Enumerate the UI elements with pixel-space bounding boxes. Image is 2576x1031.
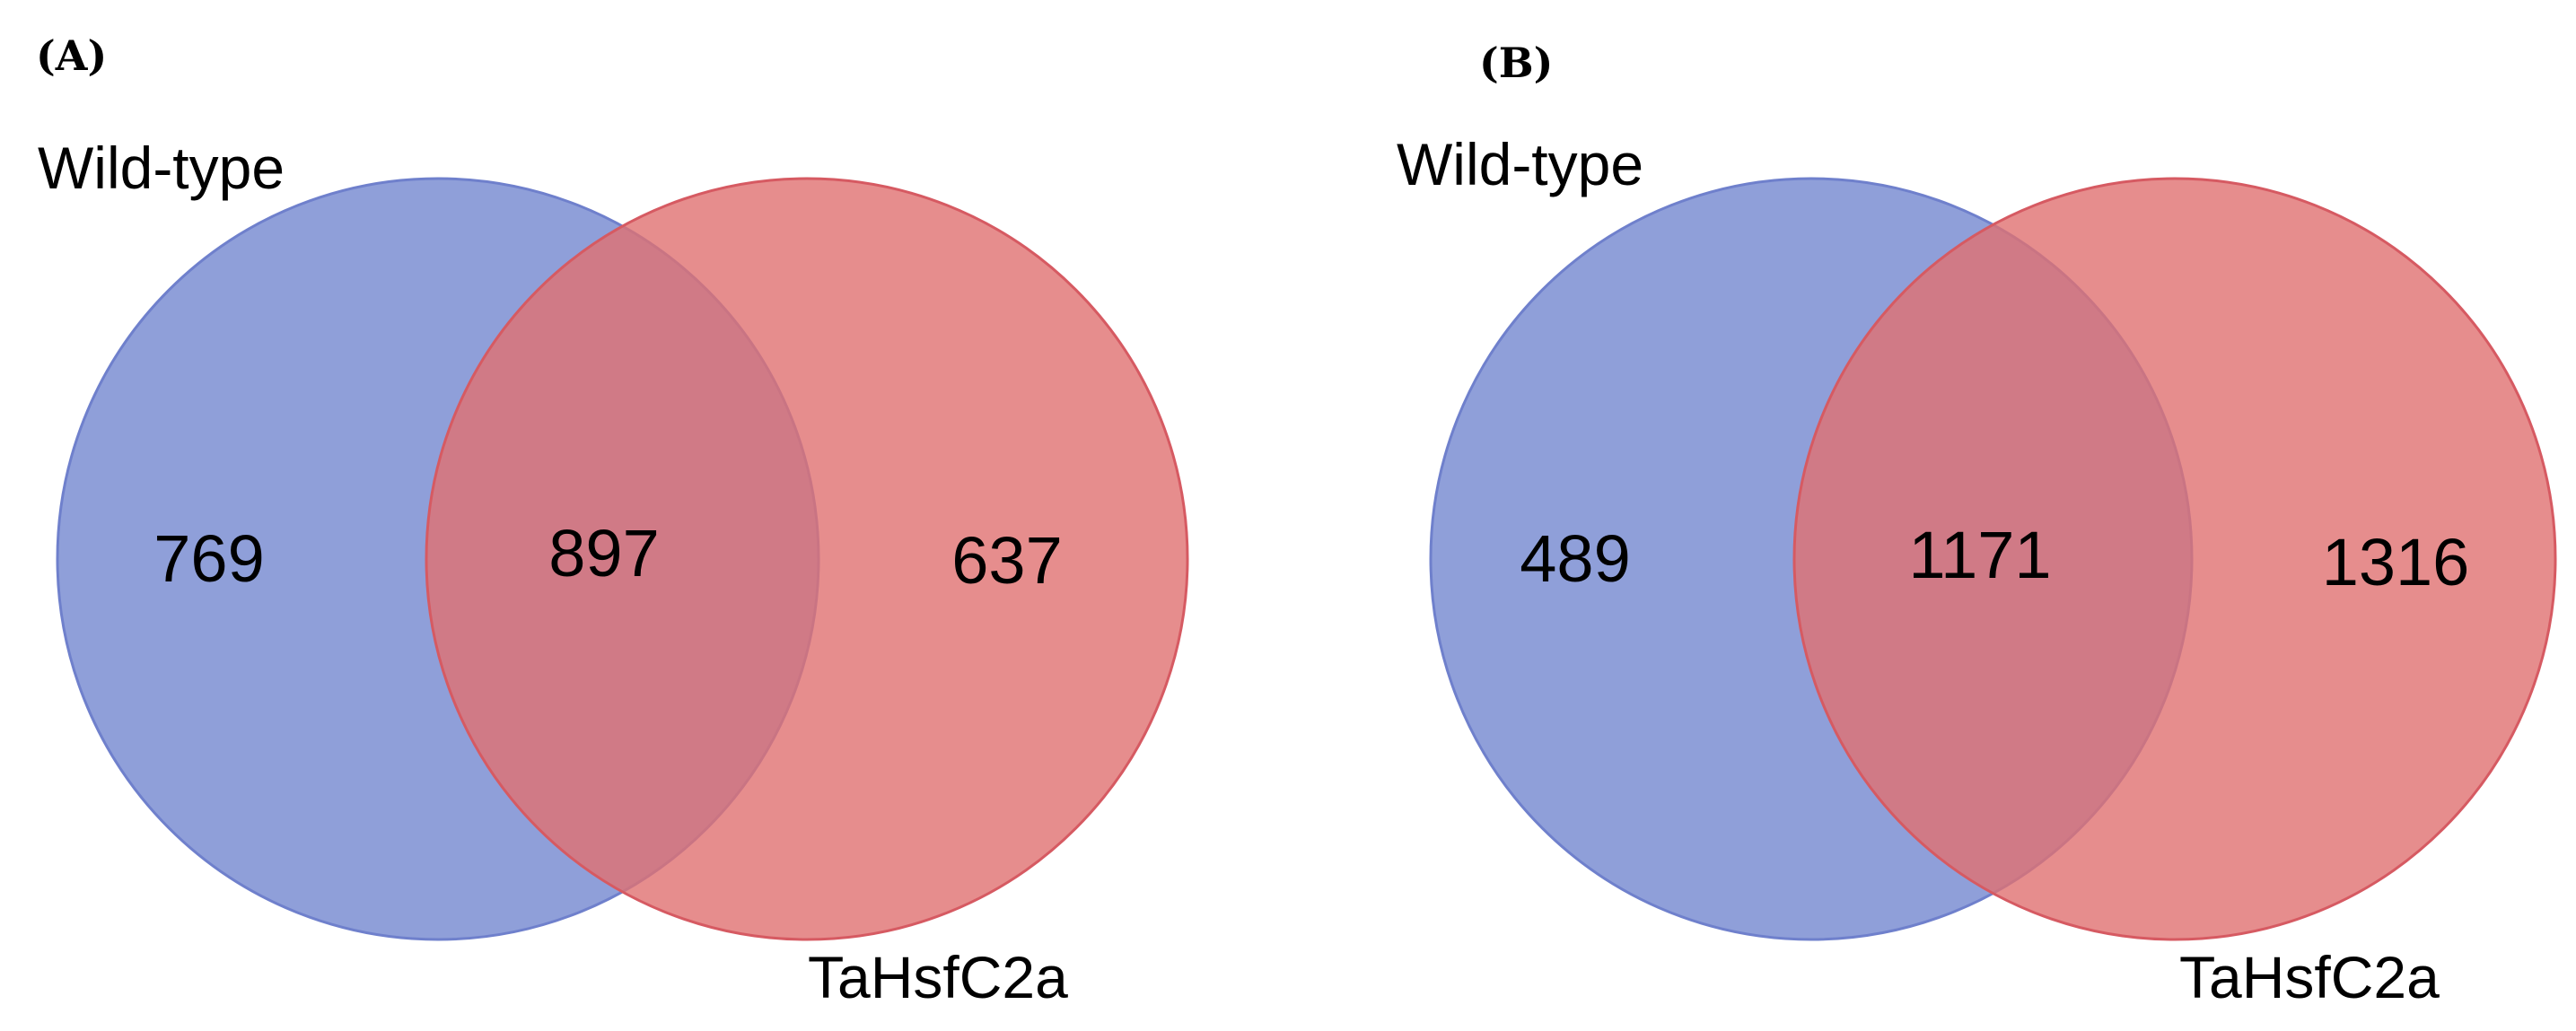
- panel-b-wild-type-label: Wild-type: [1397, 131, 1643, 197]
- panel-a-tahsfc2a-circle: [425, 177, 1189, 941]
- panel-b-label: (B): [1479, 39, 1553, 87]
- panel-b-tahsfc2a-label: TaHsfC2a: [2179, 944, 2440, 1010]
- panel-a-wild-type-only-count: 769: [153, 521, 264, 596]
- panel-b-wild-type-only-count: 489: [1520, 521, 1630, 596]
- panel-a-tahsfc2a-label: TaHsfC2a: [808, 944, 1068, 1010]
- panel-a-label: (A): [36, 31, 107, 80]
- panel-a-overlap-count: 897: [548, 516, 659, 590]
- venn-panel-a: (A) Wild-type 769 897 637 TaHsfC2a: [36, 31, 1189, 1010]
- panel-b-overlap-count: 1171: [1908, 518, 2051, 592]
- panel-a-tahsfc2a-only-count: 637: [951, 523, 1062, 598]
- panel-b-tahsfc2a-circle: [1792, 177, 2557, 941]
- panel-a-wild-type-label: Wild-type: [38, 135, 285, 201]
- panel-b-tahsfc2a-only-count: 1316: [2322, 525, 2470, 599]
- venn-panel-b: (B) Wild-type 489 1171 1316 TaHsfC2a: [1397, 39, 2557, 1010]
